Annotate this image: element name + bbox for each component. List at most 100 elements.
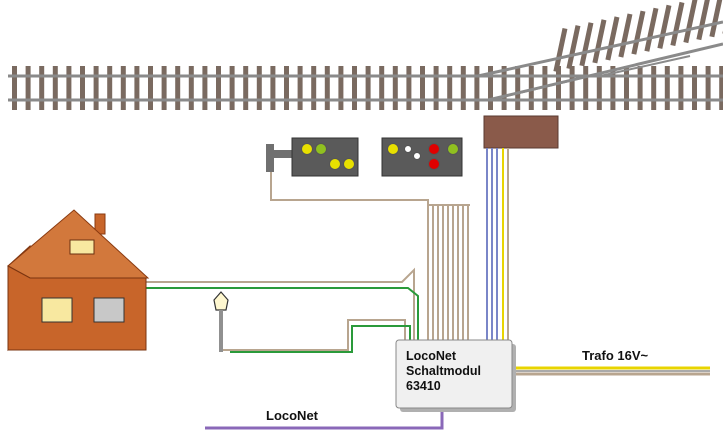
track-sleeper [379,66,385,110]
module-label-line2: Schaltmodul [406,364,482,378]
branch-sleeper [709,0,723,38]
lamp-green [447,143,459,155]
wire-house-tan [146,267,415,342]
track-sleeper [556,66,561,110]
branch-sleeper [605,16,620,61]
branch-sleeper [644,7,659,52]
track-sleeper [433,66,439,110]
track-sleeper [52,66,58,110]
dormer-window [69,239,95,255]
loconet-label: LocoNet [266,408,318,423]
track-sleeper [202,66,208,110]
lamp-yellow [343,158,355,170]
track-sleeper [420,66,425,110]
track-sleeper [161,66,167,110]
house-window-dark [93,297,125,323]
track-sleeper [270,66,276,110]
lamp-red [428,158,440,170]
branch-sleepers [553,0,723,73]
track-sleeper [447,66,453,110]
house-window-lit [41,297,73,323]
track-sleeper [406,66,412,110]
branch-sleeper [657,4,672,49]
track-sleeper [188,66,194,110]
track-sleeper [39,66,45,110]
module-label-line1: LocoNet [406,349,456,363]
lamp-yellow [329,158,341,170]
track-sleeper [243,66,249,110]
branch-sleeper [553,28,568,73]
lamp-green [315,143,327,155]
wire-loconet [205,408,444,430]
track-sleeper [175,66,181,110]
track-sleepers [12,66,723,110]
track-sleeper [664,66,670,110]
branch-sleeper [618,13,633,58]
wire-house-green [146,287,419,342]
track-sleeper [583,66,589,110]
wire-signal-1 [270,170,429,342]
track-sleeper [93,66,99,110]
frog-rail [599,55,691,77]
track-sleeper [596,66,602,110]
track-sleeper [25,66,31,110]
track-sleeper [719,66,723,110]
track-sleeper [474,66,480,110]
lamp-yellow [301,143,313,155]
track-sleeper [352,66,357,110]
lamp-white [404,145,412,153]
track-sleeper [66,66,72,110]
branch-sleeper [683,0,698,44]
lamp-red [428,143,440,155]
trafo-label: Trafo 16V~ [582,348,649,363]
wire-lamp-green [230,325,411,353]
track-sleeper [120,66,126,110]
branch-sleeper [670,1,685,46]
track-sleeper [229,66,235,110]
track-sleeper [80,66,85,110]
track-sleeper [678,66,684,110]
signal-mast [266,144,274,172]
house-icon [7,209,150,352]
track-sleeper [637,66,643,110]
branch-sleeper [631,10,646,55]
track-sleeper [392,66,398,110]
track-sleeper [528,66,534,110]
switch-motor [483,115,559,149]
module-body [395,339,513,409]
track-sleeper [297,66,303,110]
lamp-head [213,291,229,311]
branch-sleeper [579,22,594,67]
track-sleeper [501,66,507,110]
module-label-line3: 63410 [406,379,441,393]
branch-sleeper [592,19,607,64]
signal-arm [274,150,294,158]
branch-sleeper [566,25,581,70]
schaltmodul-box [395,339,516,412]
lamp-yellow [387,143,399,155]
lamp-post [219,310,223,352]
track [8,0,723,110]
switch-blade [489,75,591,101]
track-sleeper [692,66,697,110]
track-sleeper [311,66,317,110]
track-sleeper [460,66,466,110]
track-sleeper [624,66,629,110]
track-sleeper [515,66,521,110]
track-sleeper [542,66,548,110]
track-sleeper [256,66,262,110]
wires [146,148,710,430]
lamp-white [413,152,421,160]
track-sleeper [284,66,289,110]
track-sleeper [338,66,344,110]
track-sleeper [651,66,657,110]
house-front-wall [7,265,147,351]
wire-lamp-tan [222,319,406,351]
branch-sleeper [696,0,711,41]
track-sleeper [488,66,493,110]
track-sleeper [705,66,711,110]
module-label: LocoNet Schaltmodul 63410 [406,349,481,394]
track-sleeper [134,66,140,110]
track-sleeper [324,66,330,110]
